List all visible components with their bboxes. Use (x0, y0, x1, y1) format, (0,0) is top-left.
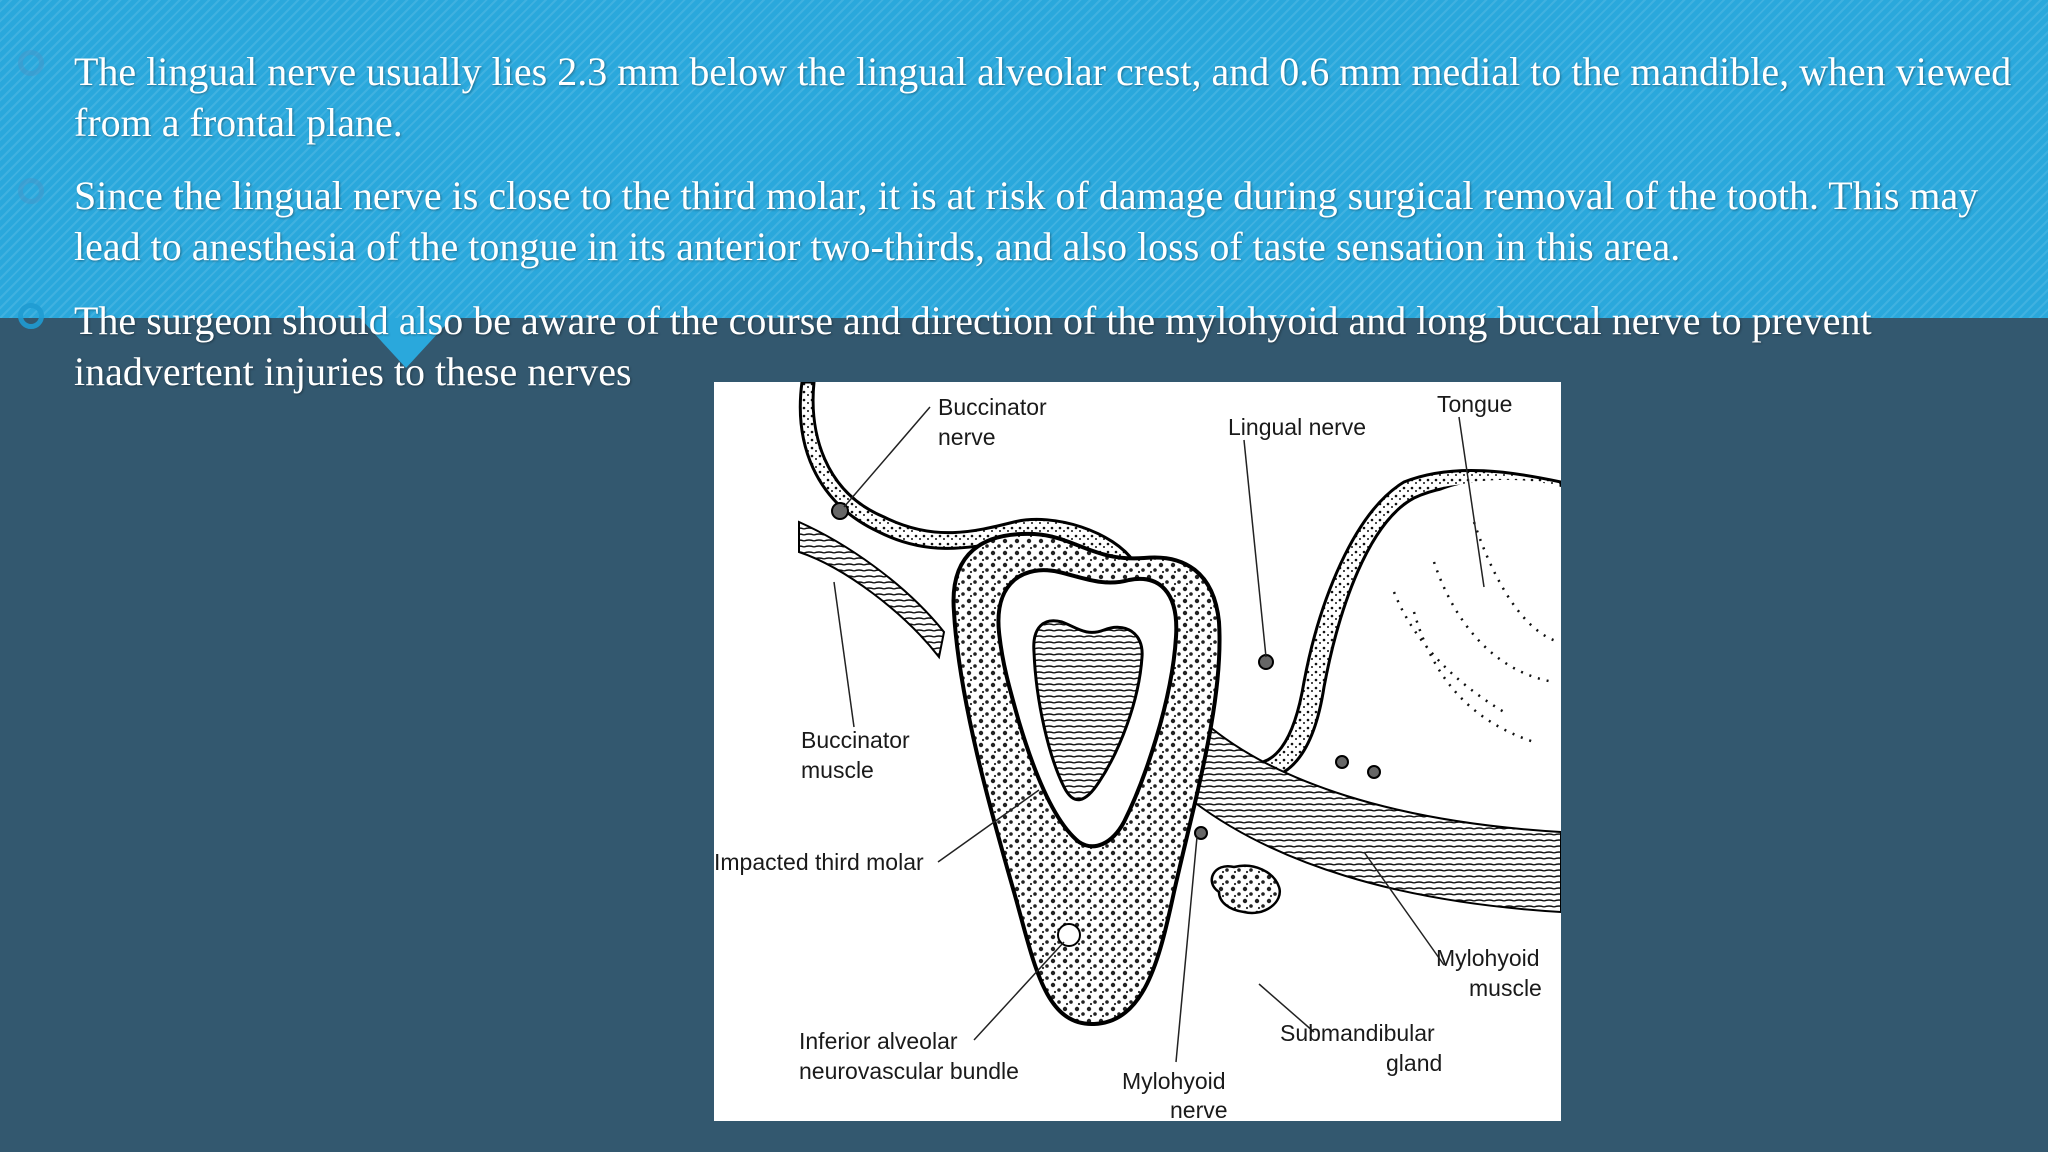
bullet-item: Since the lingual nerve is close to the … (74, 173, 1979, 269)
leader-lines (833, 406, 1485, 1063)
label-buccinator-nerve-line2: nerve (938, 424, 996, 450)
label-buccinator-muscle-line1: Buccinator (801, 727, 910, 753)
label-buccinator-nerve-line1: Buccinator (938, 394, 1047, 420)
label-lingual-nerve: Lingual nerve (1228, 414, 1366, 440)
label-mylohyoid-nerve-line2: nerve (1170, 1097, 1228, 1121)
label-inferior-alveolar-line2: neurovascular bundle (799, 1058, 1019, 1084)
bullet-item: The surgeon should also be aware of the … (74, 298, 1872, 394)
header-band (0, 0, 2048, 318)
bullet-circle-icon (18, 50, 44, 76)
tongue-shape (1367, 479, 1561, 827)
mylohyoid-muscle-shape (1192, 720, 1561, 914)
diagram-labels: Buccinator nerve Lingual nerve Tongue Bu… (714, 391, 1542, 1121)
label-mylohyoid-nerve-line1: Mylohyoid (1122, 1068, 1226, 1094)
bullet-item: The lingual nerve usually lies 2.3 mm be… (74, 49, 2012, 145)
label-impacted-third-molar: Impacted third molar (714, 849, 924, 875)
impacted-third-molar-shape (1032, 619, 1144, 801)
label-buccinator-muscle-line2: muscle (801, 757, 874, 783)
label-inferior-alveolar-line1: Inferior alveolar (799, 1028, 958, 1054)
submandibular-gland-shape (1210, 864, 1281, 915)
anatomy-diagram: Buccinator nerve Lingual nerve Tongue Bu… (714, 382, 1561, 1121)
bullet-circle-icon (18, 303, 44, 329)
label-submandibular-gland-line1: Submandibular (1280, 1020, 1435, 1046)
label-mylohyoid-muscle-line1: Mylohyoid (1436, 945, 1540, 971)
label-submandibular-gland-line2: gland (1386, 1050, 1442, 1076)
anatomy-diagram-svg: Buccinator nerve Lingual nerve Tongue Bu… (714, 382, 1561, 1121)
bullet-circle-icon (18, 178, 44, 204)
header-band-notch (360, 318, 452, 368)
label-mylohyoid-muscle-line2: muscle (1469, 975, 1542, 1001)
buccinator-muscle-shape (798, 520, 946, 660)
nerve-dots (831, 502, 1381, 947)
label-tongue: Tongue (1437, 391, 1512, 417)
